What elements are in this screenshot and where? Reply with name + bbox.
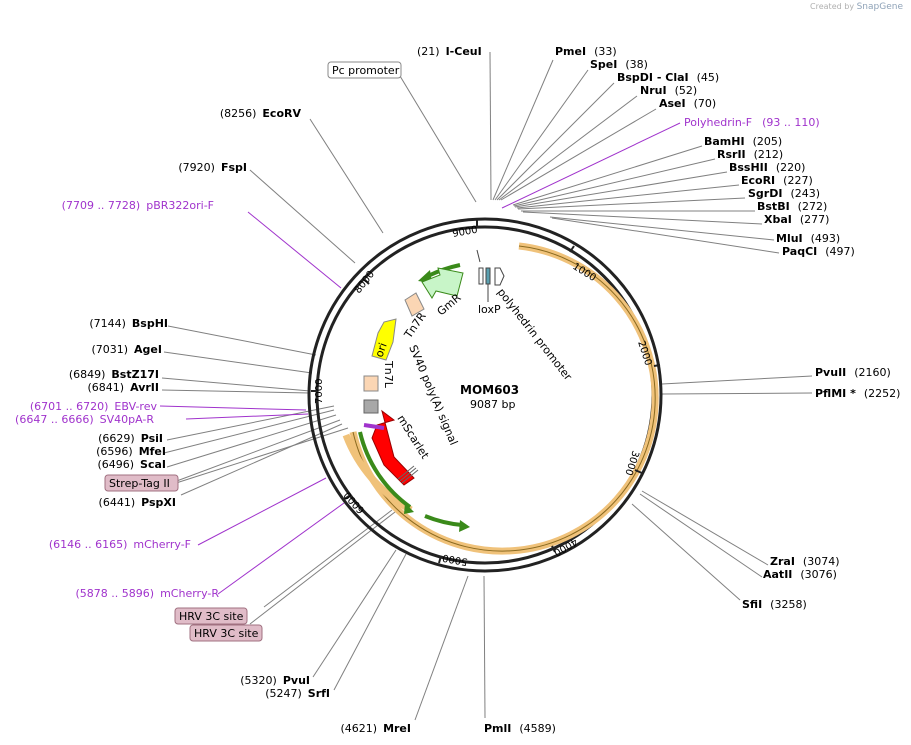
tick-label-1000: 1000 [570, 261, 597, 284]
pc-promoter-label: Pc promoter [332, 64, 400, 77]
tn7l-feature [363, 375, 379, 392]
strep-tag-box [104, 474, 179, 492]
hrv3c-box-1 [174, 607, 248, 625]
site-PflMI: PflMI *(2252) [815, 387, 900, 400]
orange-feature-arc-2 [342, 433, 413, 514]
primer-pbr322ori-f: (7709 .. 7728)pBR322ori-F [62, 199, 214, 212]
site-BssHII: BssHII(220) [729, 161, 805, 174]
site-BstZ17I: (6849)BstZ17I [69, 368, 159, 381]
tick-label-9000: 9000 [452, 225, 479, 240]
credit-brand: SnapGene [856, 2, 903, 12]
green-arrow-1-head [404, 503, 414, 514]
primer-sv40pa-r: (6647 .. 6666)SV40pA-R [15, 413, 154, 426]
site-BspDI-ClaI: BspDI - ClaI(45) [617, 71, 719, 84]
site-RsrII: RsrII(212) [717, 148, 783, 161]
top-markers [476, 249, 505, 302]
ori-label: ori [373, 341, 390, 359]
tn7r-label: Tn7R [401, 310, 429, 342]
site-ZraI: ZraI(3074) [770, 555, 840, 568]
site-BstBI: BstBI(272) [757, 200, 827, 213]
leader-lines [161, 51, 813, 721]
ori-feature [371, 318, 397, 361]
site-NruI: NruI(52) [640, 84, 697, 97]
site-BspHI: (7144)BspHI [89, 317, 168, 330]
site-AvrII: (6841)AvrII [88, 381, 159, 394]
mscarlet-stripes [397, 465, 419, 484]
green-arrow-2-head [459, 520, 470, 532]
snapgene-credit: Created by SnapGene [810, 2, 903, 12]
pc-promoter-box [327, 61, 402, 79]
site-SgrDI: SgrDI(243) [748, 187, 820, 200]
primer-labels-left: (7709 .. 7728)pBR322ori-F (6701 .. 6720)… [15, 199, 219, 600]
site-PmeI: PmeI(33) [555, 45, 617, 58]
site-BamHI: BamHI(205) [704, 135, 782, 148]
sv40-polya-feature [363, 399, 379, 414]
boxed-labels: Pc promoter Strep-Tag II HRV 3C site HRV… [104, 61, 402, 642]
hrv3c-box-2 [189, 624, 263, 642]
site-MreI: (4621)MreI [340, 722, 411, 735]
green-arrow-2 [424, 514, 463, 527]
primer-labels: Polyhedrin-F(93 .. 110) [684, 116, 820, 129]
site-PvuI: (5320)PvuI [240, 674, 310, 687]
site-PsiI: (6629)PsiI [98, 432, 163, 445]
purple-feature-mark [363, 423, 385, 430]
hrv3c-label-2: HRV 3C site [194, 627, 259, 640]
primer-mcherry-f: (6146 .. 6165)mCherry-F [49, 538, 191, 551]
polyhedrin-promoter-label: polyhedrin promoter [495, 286, 575, 383]
backbone-ticks [311, 220, 661, 564]
site-EcoRI: EcoRI(227) [741, 174, 813, 187]
site-ScaI: (6496)ScaI [97, 458, 166, 471]
strep-tag-label: Strep-Tag II [109, 477, 170, 490]
site-labels-right: (21)I-CeuI PmeI(33) SpeI(38) BspDI - Cla… [417, 45, 900, 735]
gmr-label: GmR [435, 291, 464, 318]
green-arrow-1 [358, 431, 412, 509]
site-MfeI: (6596)MfeI [96, 445, 166, 458]
site-AseI: AseI(70) [659, 97, 716, 110]
hrv3c-label-1: HRV 3C site [179, 610, 244, 623]
site-PaqCI: PaqCI(497) [782, 245, 855, 258]
site-XbaI: XbaI(277) [764, 213, 829, 226]
site-EcoRV: (8256)EcoRV [220, 107, 302, 120]
primer-polyhedrin-f: Polyhedrin-F(93 .. 110) [684, 116, 820, 129]
site-PmlI: PmlI(4589) [484, 722, 556, 735]
tick-label-2000: 2000 [635, 340, 653, 368]
site-ICeuI: (21)I-CeuI [417, 45, 482, 58]
backbone-outer-ring [307, 217, 663, 573]
loxp-label: loxP [478, 303, 501, 316]
site-MluI: MluI(493) [776, 232, 840, 245]
site-SpeI: SpeI(38) [590, 58, 648, 71]
site-labels-left: (4621)MreI (5247)SrfI (5320)PvuI (6441)P… [69, 107, 411, 735]
tn7l-label: Tn7L [382, 360, 395, 389]
site-SrfI: (5247)SrfI [265, 687, 330, 700]
site-AatII: AatII(3076) [763, 568, 837, 581]
site-SfiI: SfiI(3258) [742, 598, 807, 611]
feature-labels: GmR Tn7R ori Tn7L SV40 poly(A) signal mS… [373, 286, 575, 462]
primer-leaders [159, 122, 681, 595]
site-FspI: (7920)FspI [178, 161, 247, 174]
credit-prefix: Created by [810, 2, 855, 11]
site-PvuII: PvuII(2160) [815, 366, 891, 379]
plasmid-name: MOM603 [460, 383, 520, 397]
plasmid-size: 9087 bp [470, 398, 516, 411]
tick-label-7000: 7000 [314, 379, 325, 404]
tn7r-feature [404, 292, 425, 317]
tick-label-5000: 5000 [442, 552, 469, 567]
mscarlet-label: mScarlet [394, 413, 431, 462]
primer-mcherry-r: (5878 .. 5896)mCherry-R [76, 587, 220, 600]
site-PspXI: (6441)PspXI [99, 496, 176, 509]
primer-ebv-rev: (6701 .. 6720)EBV-rev [30, 400, 158, 413]
orange-feature-arc-line [352, 245, 656, 552]
gmr-arrow [421, 267, 464, 299]
site-AgeI: (7031)AgeI [91, 343, 162, 356]
